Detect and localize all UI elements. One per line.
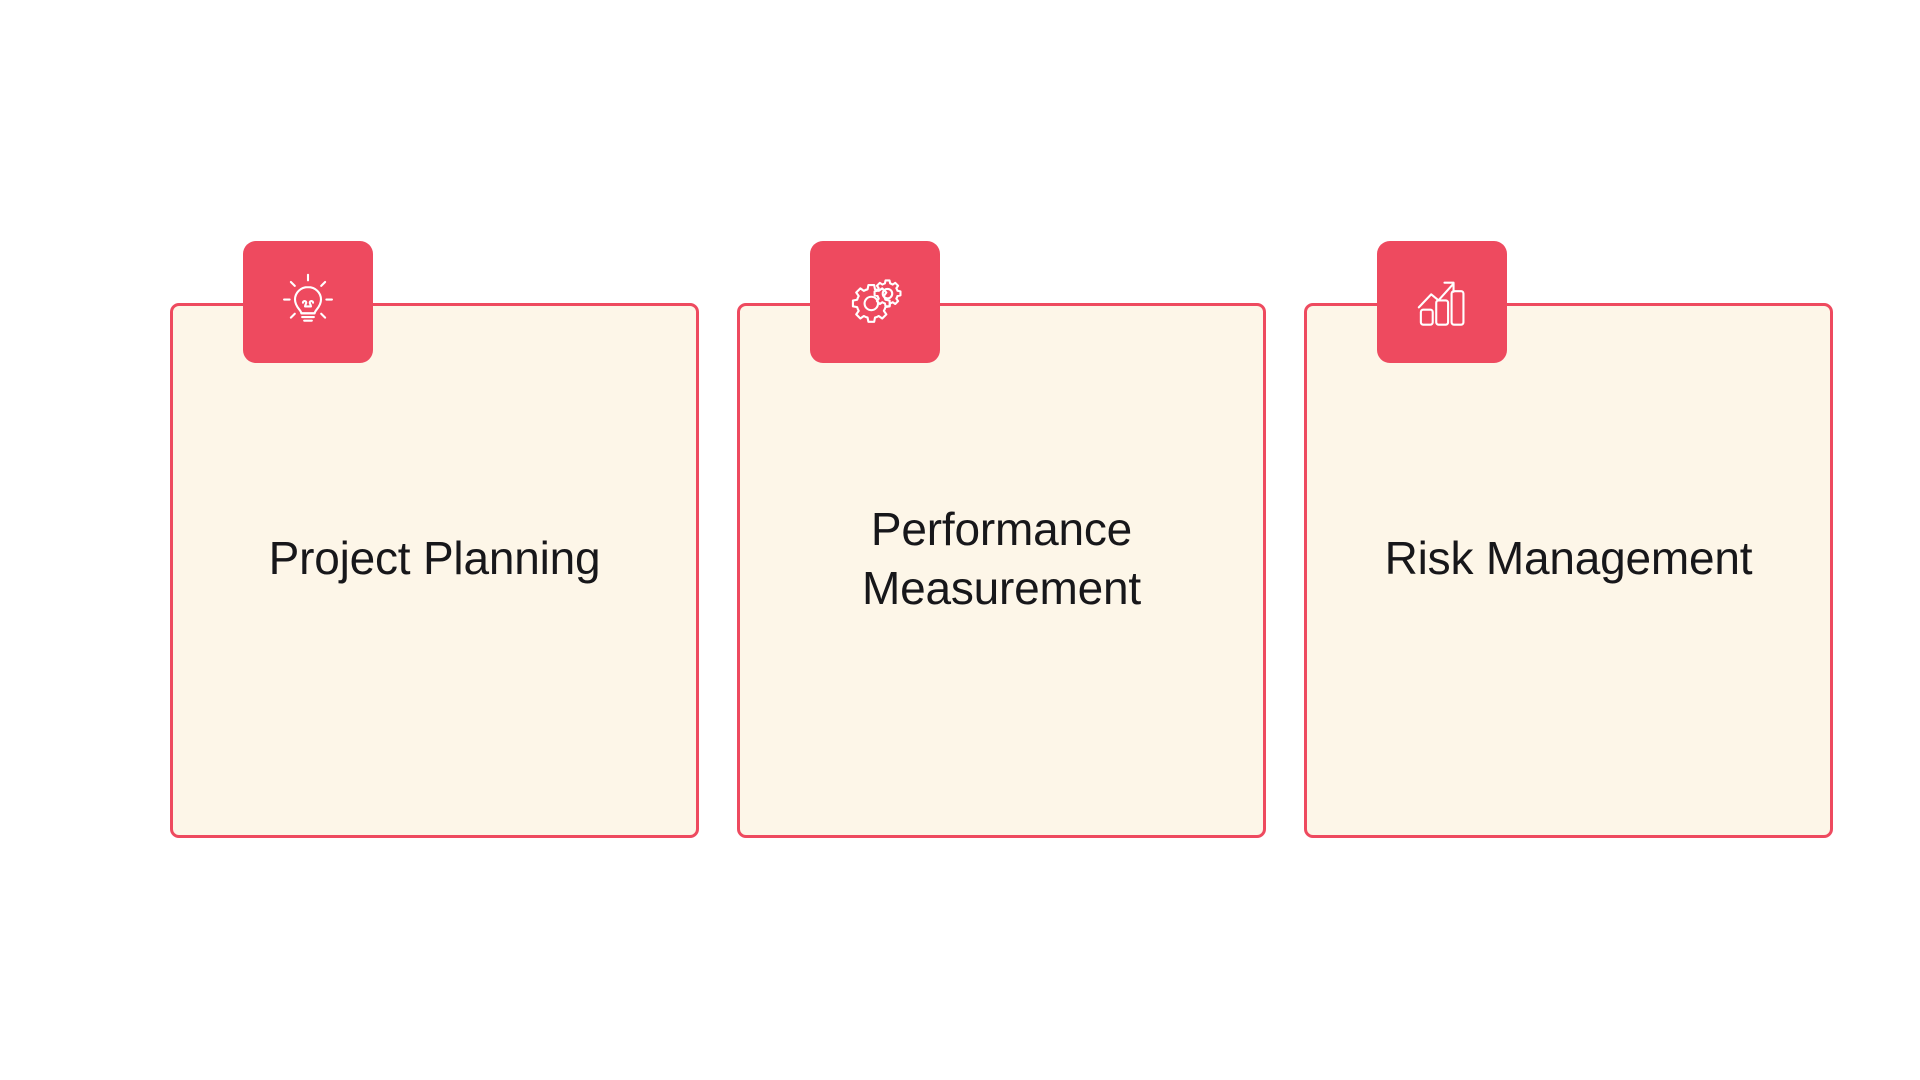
card-title: Risk Management xyxy=(1384,532,1753,585)
growth-chart-icon-badge[interactable] xyxy=(1377,241,1507,363)
feature-cards-row: Project Planning Performance xyxy=(170,241,1833,841)
card-title: Project Planning xyxy=(268,532,601,585)
feature-card-performance-measurement[interactable]: Performance Measurement xyxy=(737,241,1266,838)
card-body: Project Planning xyxy=(170,303,699,838)
lightbulb-icon xyxy=(275,269,341,335)
growth-chart-icon xyxy=(1409,269,1475,335)
lightbulb-icon-badge[interactable] xyxy=(243,241,373,363)
card-title: Performance Measurement xyxy=(861,503,1142,614)
feature-card-project-planning[interactable]: Project Planning xyxy=(170,241,699,838)
feature-card-risk-management[interactable]: Risk Management xyxy=(1304,241,1833,838)
card-body: Risk Management xyxy=(1304,303,1833,838)
gears-icon-badge[interactable] xyxy=(810,241,940,363)
card-body: Performance Measurement xyxy=(737,303,1266,838)
gears-icon xyxy=(842,269,908,335)
